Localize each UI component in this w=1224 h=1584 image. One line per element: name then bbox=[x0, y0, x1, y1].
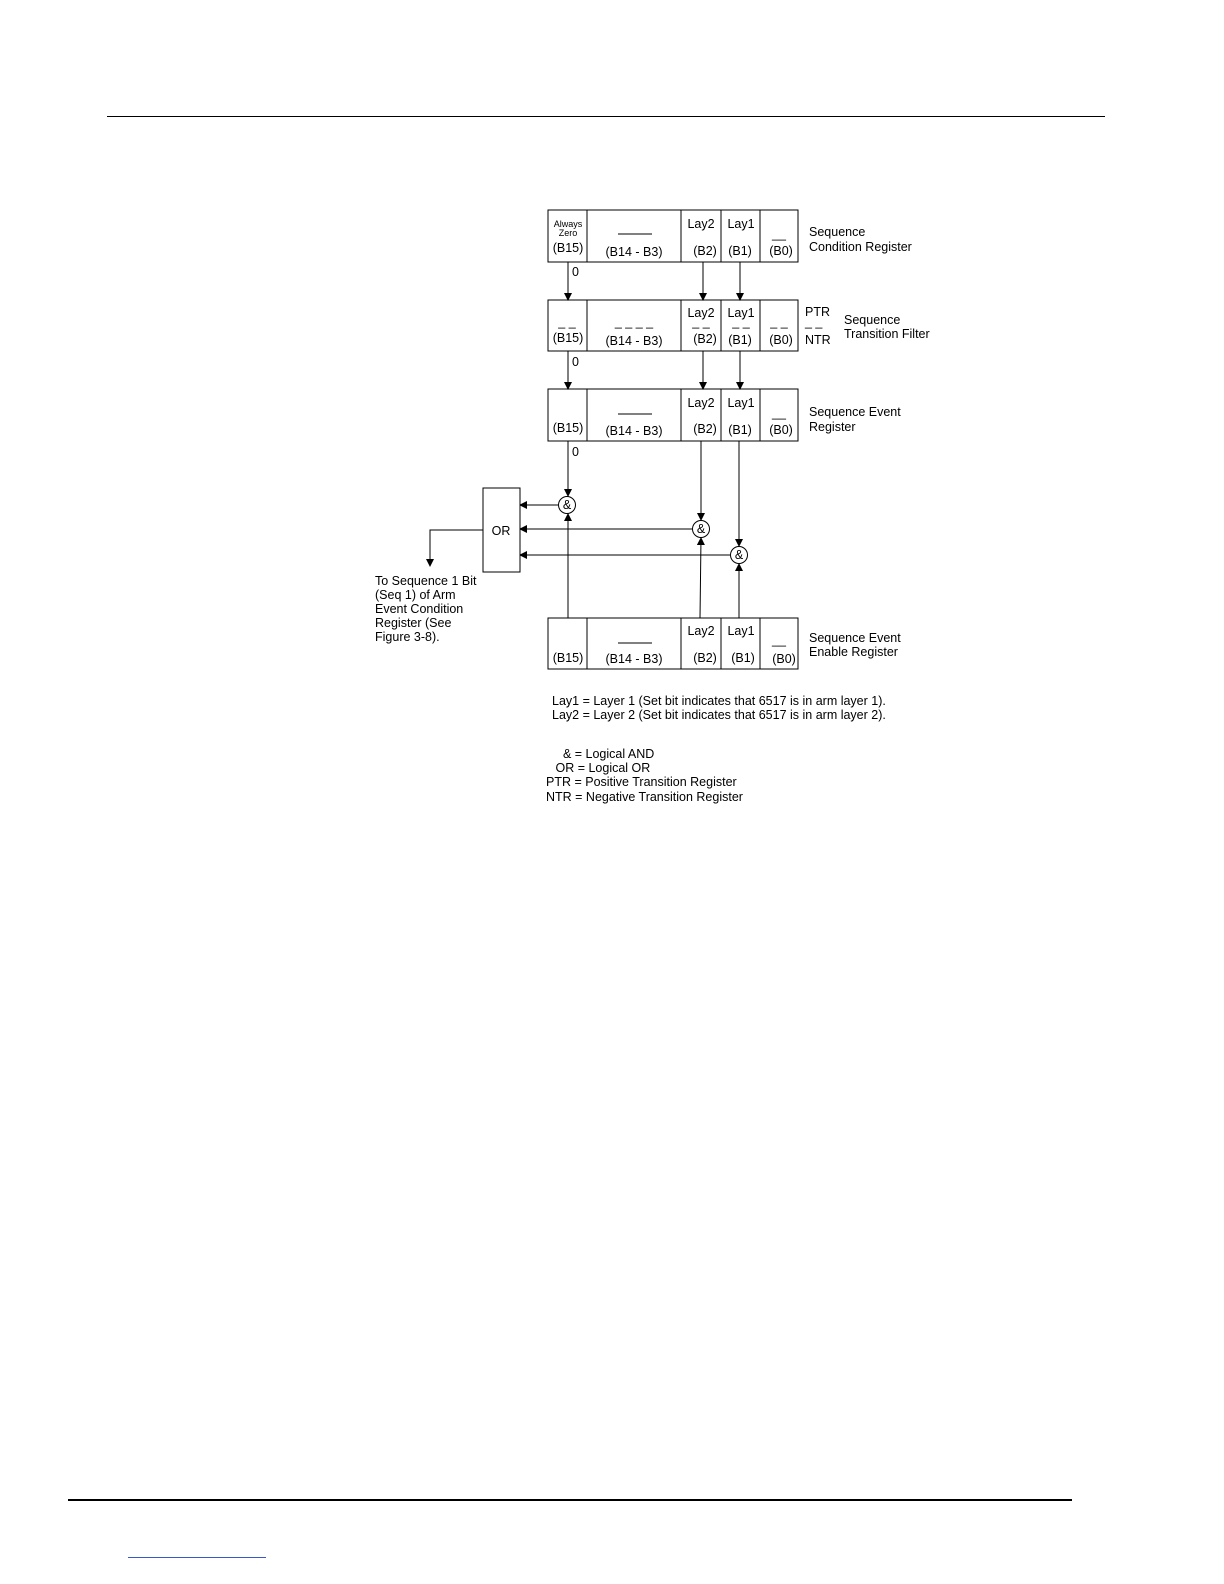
cond-name-2: Condition Register bbox=[809, 240, 912, 254]
en-b1: (B1) bbox=[731, 651, 755, 665]
footer-rule bbox=[68, 1499, 1072, 1501]
cond-b15-top1: Always bbox=[554, 219, 583, 229]
cond-zero: 0 bbox=[572, 265, 579, 279]
or-gate: OR bbox=[482, 487, 521, 573]
cond-b2: (B2) bbox=[693, 244, 717, 258]
tf-b2-top: Lay2 bbox=[687, 306, 714, 320]
tf-b14-b3: (B14 - B3) bbox=[606, 334, 663, 348]
and-symbol-2: & bbox=[697, 522, 706, 536]
and-symbol-1: & bbox=[563, 498, 572, 512]
tf-zero: 0 bbox=[572, 355, 579, 369]
en-b1-top: Lay1 bbox=[727, 624, 754, 638]
header-rule bbox=[107, 116, 1105, 117]
cond-b0: (B0) bbox=[769, 244, 793, 258]
cond-b1: (B1) bbox=[728, 244, 752, 258]
tf-b1: (B1) bbox=[728, 333, 752, 347]
ev-name-1: Sequence Event bbox=[809, 405, 901, 419]
tf-b0: (B0) bbox=[769, 333, 793, 347]
enable-register-labels: (B15) (B14 - B3) Lay2 (B2) Lay1 (B1) __ … bbox=[553, 624, 902, 666]
cond-b15-top2: Zero bbox=[559, 228, 578, 238]
cond-b1-top: Lay1 bbox=[727, 217, 754, 231]
output-note-5: Figure 3-8). bbox=[375, 630, 440, 644]
en-b15: (B15) bbox=[553, 651, 584, 665]
tf-ntr: NTR bbox=[805, 333, 831, 347]
cond-to-filter-arrows bbox=[564, 262, 744, 301]
tf-name-2: Transition Filter bbox=[844, 327, 930, 341]
tf-b15: (B15) bbox=[553, 331, 584, 345]
footer-link-underline[interactable] bbox=[128, 1557, 266, 1558]
output-note-1: To Sequence 1 Bit bbox=[375, 574, 477, 588]
transition-filter bbox=[547, 299, 799, 352]
ev-b1: (B1) bbox=[728, 423, 752, 437]
ev-name-2: Register bbox=[809, 420, 856, 434]
en-b14-b3: (B14 - B3) bbox=[606, 652, 663, 666]
enable-register bbox=[547, 617, 799, 670]
ev-b2: (B2) bbox=[693, 422, 717, 436]
legend-ntr: NTR = Negative Transition Register bbox=[546, 790, 743, 804]
tf-b15-top: _ _ bbox=[557, 315, 576, 329]
tf-b0-top: _ _ bbox=[769, 315, 788, 329]
en-b2: (B2) bbox=[693, 651, 717, 665]
ev-b0-top: __ bbox=[771, 406, 787, 420]
event-register bbox=[547, 388, 799, 442]
cond-b0-top: __ bbox=[771, 227, 787, 241]
event-to-and-arrows bbox=[564, 441, 743, 547]
and-to-or-arrows bbox=[519, 501, 730, 559]
ev-b14-b3: (B14 - B3) bbox=[606, 424, 663, 438]
or-label: OR bbox=[492, 524, 511, 538]
legend-and: & = Logical AND bbox=[556, 747, 654, 761]
tf-ptr-dash: _ _ bbox=[804, 315, 823, 329]
and-gate-b15 bbox=[558, 496, 576, 514]
and-gate-b1 bbox=[730, 546, 748, 564]
note-lay1: Lay1 = Layer 1 (Set bit indicates that 6… bbox=[552, 694, 886, 708]
event-register-labels: (B15) (B14 - B3) Lay2 (B2) Lay1 (B1) __ … bbox=[553, 396, 902, 459]
tf-b2-dash: _ _ bbox=[691, 315, 710, 329]
tf-name-1: Sequence bbox=[844, 313, 900, 327]
cond-name-1: Sequence bbox=[809, 225, 865, 239]
transition-filter-labels: _ _ _ _ _ _ (B15) (B14 - B3) Lay2 _ _ (B… bbox=[553, 305, 930, 369]
cond-b15: (B15) bbox=[553, 241, 584, 255]
tf-b2: (B2) bbox=[693, 332, 717, 346]
note-lay2: Lay2 = Layer 2 (Set bit indicates that 6… bbox=[552, 708, 886, 722]
en-b0: (B0) bbox=[772, 652, 796, 666]
and-gates: & & & bbox=[558, 496, 748, 564]
ev-b0: (B0) bbox=[769, 423, 793, 437]
output-note-4: Register (See bbox=[375, 616, 451, 630]
tf-b14-b3-top: _ _ _ _ bbox=[614, 315, 654, 329]
output-note: To Sequence 1 Bit (Seq 1) of Arm Event C… bbox=[375, 574, 477, 644]
legend-or: OR = Logical OR bbox=[552, 761, 650, 775]
tf-ptr: PTR bbox=[805, 305, 830, 319]
tf-b1-top: Lay1 bbox=[727, 306, 754, 320]
en-name-2: Enable Register bbox=[809, 645, 898, 659]
filter-to-event-arrows bbox=[564, 351, 744, 390]
ev-b15: (B15) bbox=[553, 421, 584, 435]
condition-register-labels: Always Zero (B15) (B14 - B3) Lay2 (B2) L… bbox=[553, 217, 912, 279]
output-note-3: Event Condition bbox=[375, 602, 463, 616]
ev-b1-top: Lay1 bbox=[727, 396, 754, 410]
and-symbol-3: & bbox=[735, 548, 744, 562]
bit-notes: Lay1 = Layer 1 (Set bit indicates that 6… bbox=[552, 694, 886, 722]
ev-zero: 0 bbox=[572, 445, 579, 459]
enable-to-and-arrows bbox=[564, 513, 743, 619]
cond-b14-b3: (B14 - B3) bbox=[606, 245, 663, 259]
cond-b2-top: Lay2 bbox=[687, 217, 714, 231]
ev-b2-top: Lay2 bbox=[687, 396, 714, 410]
en-b0-top: __ bbox=[771, 633, 787, 647]
output-note-2: (Seq 1) of Arm bbox=[375, 588, 456, 602]
tf-b1-dash: _ _ bbox=[731, 315, 750, 329]
en-name-1: Sequence Event bbox=[809, 631, 901, 645]
and-gate-b2 bbox=[692, 520, 710, 538]
symbol-legend: & = Logical AND OR = Logical OR PTR = Po… bbox=[546, 747, 743, 804]
en-b2-top: Lay2 bbox=[687, 624, 714, 638]
legend-ptr: PTR = Positive Transition Register bbox=[546, 775, 737, 789]
or-output-arrow bbox=[426, 529, 483, 567]
condition-register bbox=[547, 209, 799, 263]
